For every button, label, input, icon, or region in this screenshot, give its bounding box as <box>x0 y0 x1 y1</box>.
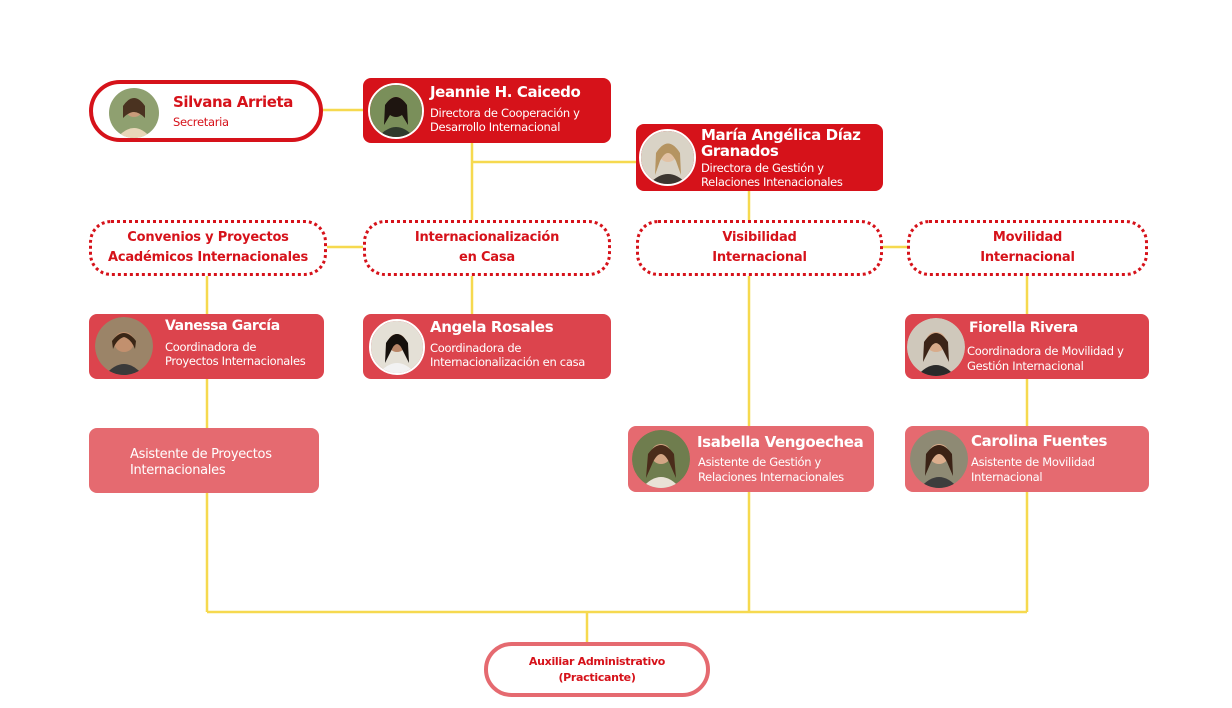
person-name: Carolina Fuentes <box>971 432 1108 450</box>
area-label-line-2: en Casa <box>458 250 515 265</box>
node-asistente-proyectos: Asistente de Proyectos Internacionales <box>89 428 319 493</box>
person-role-line-2: Proyectos Internacionales <box>165 354 306 368</box>
person-photo-icon <box>371 321 423 373</box>
person-role: Secretaria <box>173 115 229 129</box>
person-role-line-2: Relaciones Intenacionales <box>701 175 843 189</box>
area-label-line-1: Convenios y Proyectos <box>127 230 289 245</box>
avatar <box>95 317 153 375</box>
area-internacionalizacion-en-casa: Internacionalización en Casa <box>363 220 611 276</box>
person-name: Jeannie H. Caicedo <box>430 83 581 101</box>
person-role-line-1: Coordinadora de <box>430 341 522 355</box>
node-angela-rosales: Angela Rosales Coordinadora de Internaci… <box>363 314 611 379</box>
person-role-line-2: Gestión Internacional <box>967 359 1084 373</box>
person-name: Vanessa García <box>165 318 280 334</box>
area-label-line-2: Internacional <box>712 250 807 265</box>
person-photo-icon <box>632 430 690 488</box>
position-title-line-2: Internacionales <box>130 463 226 478</box>
position-title-line-2: (Practicante) <box>558 670 636 684</box>
node-silvana-arrieta: Silvana Arrieta Secretaria <box>89 80 323 142</box>
area-convenios-proyectos: Convenios y Proyectos Académicos Interna… <box>89 220 327 276</box>
area-label-line-2: Académicos Internacionales <box>107 250 309 265</box>
node-maria-angelica-diaz-granados: María Angélica Díaz Granados Directora d… <box>636 124 883 191</box>
person-role-line-2: Desarrollo Internacional <box>430 120 561 134</box>
node-carolina-fuentes: Carolina Fuentes Asistente de Movilidad … <box>905 426 1149 492</box>
node-auxiliar-administrativo: Auxiliar Administrativo (Practicante) <box>484 642 710 697</box>
avatar <box>632 430 690 488</box>
area-label-line-1: Internacionalización <box>414 230 560 245</box>
node-vanessa-garcia: Vanessa García Coordinadora de Proyectos… <box>89 314 324 379</box>
avatar <box>369 319 425 375</box>
person-photo-icon <box>370 85 422 137</box>
avatar <box>907 318 965 376</box>
position-title-line-1: Asistente de Proyectos <box>130 447 272 462</box>
area-label-line-1: Movilidad <box>992 230 1063 245</box>
person-photo-icon <box>95 317 153 375</box>
person-role-line-1: Coordinadora de <box>165 340 257 354</box>
person-photo-icon <box>109 88 159 138</box>
avatar <box>639 129 696 186</box>
person-role-line-2: Internacional <box>971 470 1043 484</box>
person-name-line-1: María Angélica Díaz <box>701 126 861 144</box>
area-movilidad-internacional: Movilidad Internacional <box>907 220 1148 276</box>
avatar <box>910 430 968 488</box>
area-label-line-2: Internacional <box>980 250 1075 265</box>
node-isabella-vengoechea: Isabella Vengoechea Asistente de Gestión… <box>628 426 874 492</box>
position-title-line-1: Auxiliar Administrativo <box>528 654 666 668</box>
person-role-line-1: Directora de Gestión y <box>701 161 824 175</box>
person-name-line-2: Granados <box>701 142 779 160</box>
person-role-line-1: Asistente de Gestión y <box>698 455 822 469</box>
person-name: Fiorella Rivera <box>969 320 1078 336</box>
avatar <box>109 88 159 138</box>
person-role-line-1: Coordinadora de Movilidad y <box>967 344 1124 358</box>
person-role-line-2: Internacionalización en casa <box>430 355 586 369</box>
person-photo-icon <box>910 430 968 488</box>
person-role-line-1: Asistente de Movilidad <box>971 455 1095 469</box>
person-name: Isabella Vengoechea <box>697 433 864 451</box>
person-role-line-2: Relaciones Internacionales <box>698 470 844 484</box>
person-photo-icon <box>907 318 965 376</box>
person-name: Angela Rosales <box>430 318 554 336</box>
person-role-line-1: Directora de Cooperación y <box>430 106 580 120</box>
avatar <box>368 83 424 139</box>
person-photo-icon <box>641 131 694 184</box>
area-visibilidad-internacional: Visibilidad Internacional <box>636 220 883 276</box>
area-label-line-1: Visibilidad <box>722 230 797 245</box>
person-name: Silvana Arrieta <box>173 93 294 111</box>
node-jeannie-caicedo: Jeannie H. Caicedo Directora de Cooperac… <box>363 78 611 143</box>
node-fiorella-rivera: Fiorella Rivera Coordinadora de Movilida… <box>905 314 1149 379</box>
